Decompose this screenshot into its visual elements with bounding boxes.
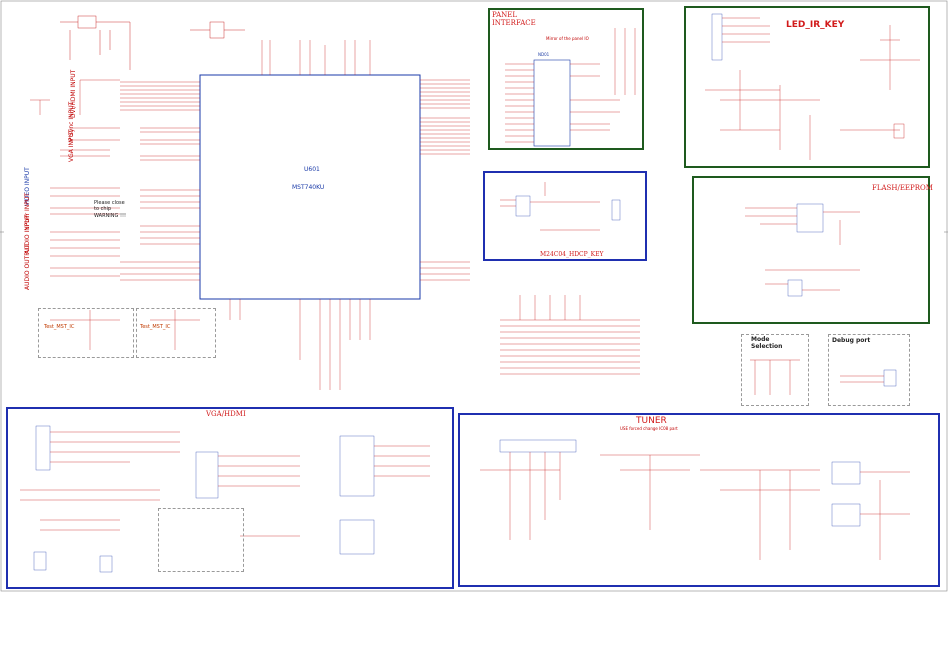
mode-title-line1: Mode [751,336,770,343]
hdcp-frame [483,171,647,261]
led-ir-key-title: LED_IR_KEY [786,20,845,30]
vga-hdmi-frame [6,407,454,589]
mode-selection-frame [741,334,809,406]
flash-eeprom-title: FLASH/EEPROM [872,184,933,192]
debug-title: Debug port [832,337,871,344]
panel-title-line1: PANEL [492,11,518,19]
panel-note: Mirror of the panel IO [546,36,589,41]
tuner-subtitle: USE forced change IC08 part [620,426,678,431]
close-chip-note-1: Please close [94,200,125,206]
main-ic-ref: U601 [304,166,320,173]
hdcp-title: M24C04_HDCP_KEY [540,251,604,258]
test-mst-label-2: Test_MST_IC [140,324,171,330]
test-mst-label-1: Test_MST_IC [44,324,75,330]
tuner-title: TUNER [636,416,667,426]
debug-port-frame [828,334,910,406]
vga-hdmi-title: VGA/HDMI [206,410,246,418]
warning-note: WARNING !!! [94,213,126,219]
flash-eeprom-frame [692,176,930,324]
panel-ic-ref: ND01 [538,52,550,57]
panel-interface-frame [488,8,644,150]
test-mst-frame-2 [136,308,216,358]
vga-input-label: VGA INPUT [68,129,75,162]
mode-title-line2: Selection [751,343,783,350]
hdmi-sub-frame [158,508,244,572]
led-ir-key-frame [684,6,930,168]
tuner-frame [458,413,940,587]
audio-output-label: AUDIO OUTPUT [24,244,31,290]
panel-title-line2: INTERFACE [492,19,536,27]
test-mst-frame-1 [38,308,134,358]
main-ic-part: MST740KU [292,184,325,191]
close-chip-note-2: to chip [94,206,112,212]
